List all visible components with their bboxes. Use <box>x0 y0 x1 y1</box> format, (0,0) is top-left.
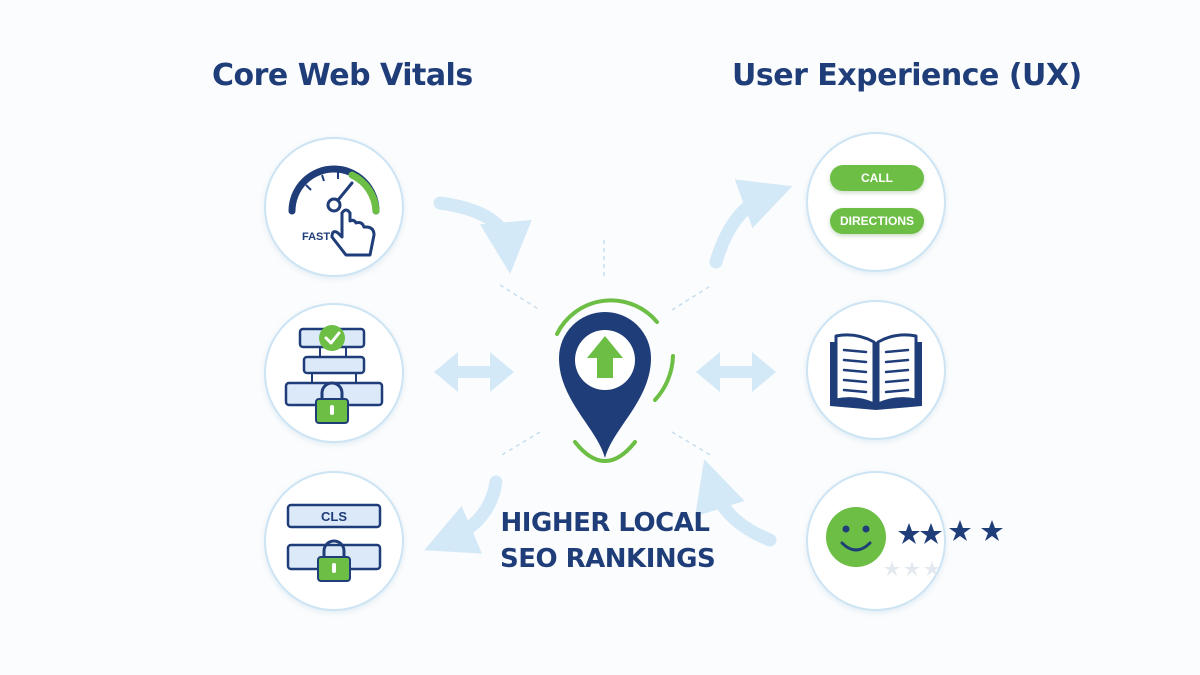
higher-local-seo-rankings: HIGHER LOCAL SEO RANKINGS <box>500 505 716 577</box>
star-icon <box>898 523 920 544</box>
faded-stars <box>884 561 940 576</box>
center-line-1: HIGHER LOCAL <box>500 508 710 538</box>
fast-label: FAST <box>302 231 330 243</box>
star-icon <box>949 520 971 541</box>
double-arrow-left <box>434 352 514 392</box>
arrow-center-to-cls <box>424 475 503 554</box>
star-icon <box>920 523 942 544</box>
star-icon <box>924 561 940 576</box>
arrow-review-to-center <box>695 459 777 547</box>
site-structure-icon <box>284 325 384 424</box>
padlock-icon <box>317 539 351 582</box>
cls-label: CLS <box>321 509 347 524</box>
star-icon <box>904 561 920 576</box>
reviews-bubble <box>806 471 946 611</box>
directions-button[interactable]: DIRECTIONS <box>830 208 924 234</box>
speedometer-icon: FAST <box>288 165 380 257</box>
center-line-2: SEO RANKINGS <box>500 544 716 574</box>
page-speed-bubble: FAST <box>264 137 404 277</box>
cls-bubble: CLS <box>264 471 404 611</box>
secure-structure-bubble <box>264 303 404 443</box>
rating-stars-outside <box>949 520 1003 541</box>
star-icon <box>981 520 1003 541</box>
arrow-center-to-cta <box>709 179 793 269</box>
hand-pointer-icon <box>330 208 376 257</box>
arrow-speed-to-center <box>433 196 532 274</box>
up-arrow-icon <box>587 336 623 378</box>
double-arrow-right <box>696 352 776 392</box>
user-experience-heading: User Experience (UX) <box>732 58 1082 93</box>
smiley-face-icon <box>826 507 886 567</box>
review-icon <box>826 507 942 576</box>
open-book-icon <box>830 333 922 410</box>
cta-buttons-bubble: CALL DIRECTIONS <box>806 132 946 272</box>
layout-shift-icon: CLS <box>286 503 382 582</box>
map-pin-icon <box>555 298 675 463</box>
call-button[interactable]: CALL <box>830 165 924 191</box>
content-bubble <box>806 300 946 440</box>
star-icon <box>884 561 900 576</box>
core-web-vitals-heading: Core Web Vitals <box>212 58 473 93</box>
checkmark-icon <box>319 325 345 351</box>
rating-stars <box>898 523 942 544</box>
padlock-icon <box>315 381 349 424</box>
